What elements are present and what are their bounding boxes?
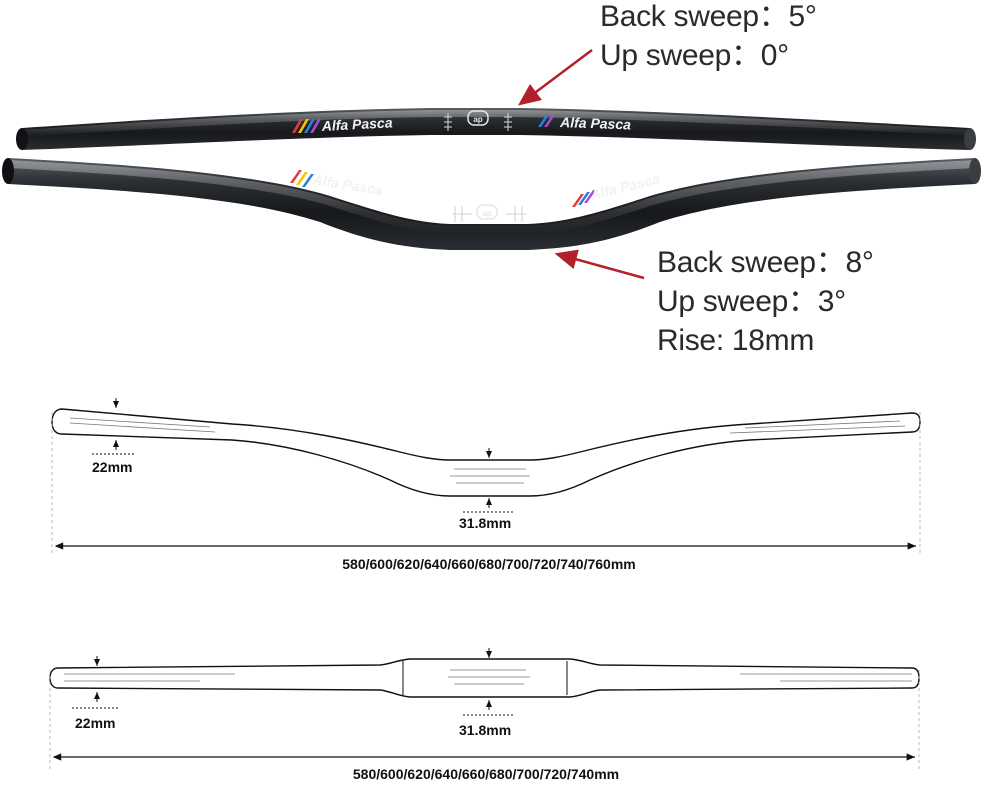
clamp-diameter-dimension [463, 648, 515, 716]
riser-bar-back-sweep: Back sweep：8° [657, 246, 874, 279]
flat-bar-callout-arrow [518, 49, 593, 106]
riser-bar-callout-arrow [554, 249, 645, 280]
overall-length-dimension [49, 670, 920, 770]
riser-bar-technical-drawing [51, 398, 921, 556]
grip-hatch-lines [69, 417, 906, 484]
riser-bar-up-sweep: Up sweep：3° [657, 285, 846, 318]
rainbow-decal-left [290, 170, 314, 187]
flat-bar-technical-drawing [49, 648, 920, 770]
riser-bar-outline [51, 408, 921, 497]
flat-clamp-diameter-label: 31.8mm [459, 722, 512, 738]
riser-carbon-bar-photo: ap [2, 158, 981, 250]
rainbow-decal-left [292, 119, 321, 133]
riser-length-options: 580/600/620/640/660/680/700/720/740/760m… [342, 556, 636, 572]
rainbow-decal-right [572, 190, 596, 207]
clamp-graduation-marks [444, 113, 512, 131]
flat-length-options: 580/600/620/640/660/680/700/720/740mm [352, 766, 620, 782]
riser-bar-rise: Rise: 18mm [657, 324, 815, 357]
riser-clamp-diameter-label: 31.8mm [459, 515, 512, 531]
flat-bar-up-sweep: Up sweep：0° [600, 39, 789, 72]
clamp-graduation-marks [452, 206, 526, 222]
svg-text:ap: ap [482, 209, 491, 218]
flat-bar-brand-left: Alfa Pasca [320, 114, 393, 134]
flat-grip-diameter-label: 22mm [75, 715, 116, 731]
riser-grip-diameter-label: 22mm [92, 459, 133, 475]
flat-bar-outline [49, 658, 920, 698]
clamp-diameter-dimension [463, 448, 515, 513]
svg-text:ap: ap [473, 115, 482, 124]
grip-hatch-lines [64, 669, 912, 685]
overall-length-dimension [51, 412, 921, 556]
flat-carbon-bar-photo: ap [16, 108, 976, 150]
grip-diameter-dimension [92, 398, 134, 455]
flat-bar-back-sweep: Back sweep：5° [600, 0, 817, 33]
grip-diameter-dimension [72, 656, 120, 709]
brand-emblem-icon: ap [467, 110, 489, 126]
brand-emblem-icon: ap [476, 204, 498, 220]
flat-bar-brand-right: Alfa Pasca [559, 114, 632, 133]
rainbow-decal-right [538, 115, 555, 127]
